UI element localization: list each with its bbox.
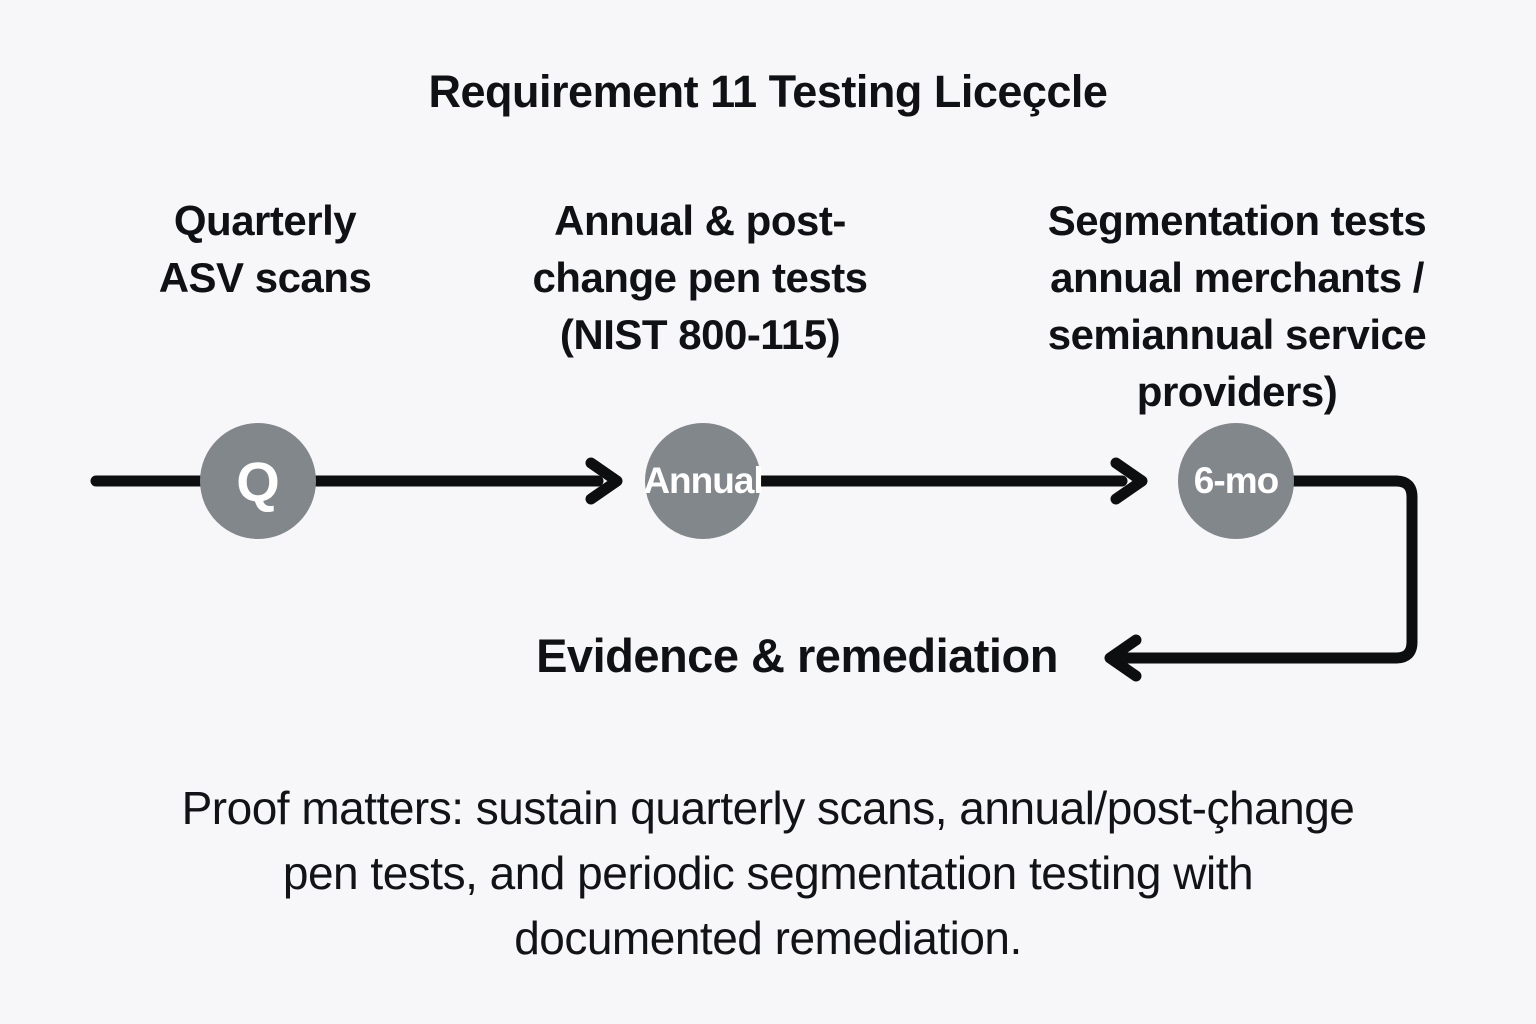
stage-label-line: annual merchants / xyxy=(1050,254,1424,301)
arrow-right-icon xyxy=(585,457,623,505)
stage-label-line: ASV scans xyxy=(158,254,372,301)
footer-note: Proof matters: sustain quarterly scans, … xyxy=(48,776,1488,971)
arrow-right-icon xyxy=(1110,457,1148,505)
return-label-evidence-remediation: Evidence & remediation xyxy=(536,629,1058,682)
timeline-node-quarterly: Q xyxy=(200,423,316,539)
stage-label-line: Quarterly xyxy=(173,197,357,244)
stage-label-line: semiannual service xyxy=(1047,311,1427,358)
timeline-node-6mo: 6-mo xyxy=(1178,423,1294,539)
stage-label-line: Segmentation tests xyxy=(1047,197,1427,244)
diagram-title: Requirement 11 Testing Liceçcle xyxy=(428,66,1108,117)
return-path xyxy=(1118,475,1418,664)
node-label: Annual xyxy=(643,460,763,501)
stage-label-line: providers) xyxy=(1136,368,1338,415)
footer-line: pen tests, and periodic segmentation tes… xyxy=(282,847,1254,899)
stage-label-quarterly-asv-scans: Quarterly ASV scans xyxy=(65,192,465,306)
footer-line: Proof matters: sustain quarterly scans, … xyxy=(181,782,1355,834)
stage-label-line: Annual & post- xyxy=(554,197,846,244)
stage-label-segmentation-tests: Segmentation tests annual merchants / se… xyxy=(1007,192,1467,420)
node-label: Q xyxy=(236,449,280,513)
timeline-node-annual: Annual xyxy=(643,423,764,539)
arrow-left-icon xyxy=(1104,634,1142,682)
stage-label-line: change pen tests xyxy=(532,254,868,301)
node-label: 6-mo xyxy=(1193,460,1279,501)
stage-label-line: (NIST 800-115) xyxy=(559,311,841,358)
footer-line: documented remediation. xyxy=(514,912,1022,964)
stage-label-annual-pen-tests: Annual & post- change pen tests (NIST 80… xyxy=(480,192,920,363)
